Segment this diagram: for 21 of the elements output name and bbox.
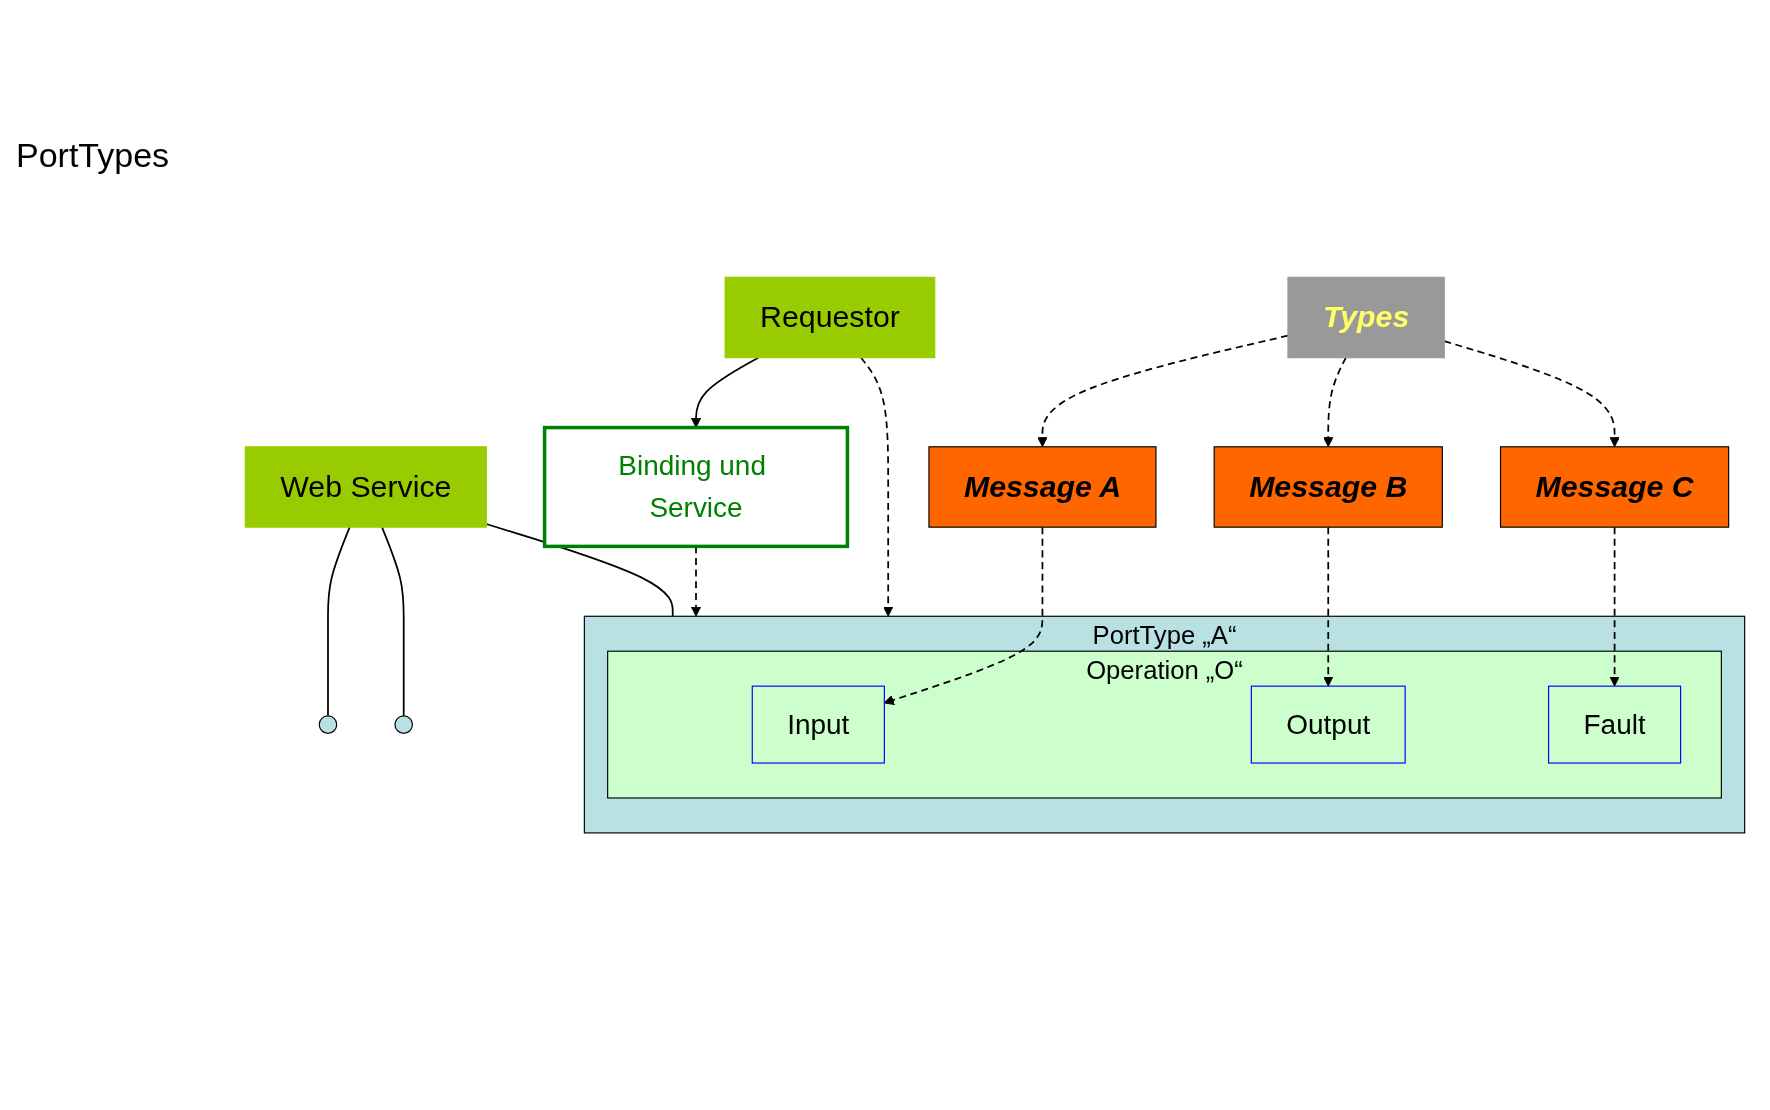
- arrow: [1323, 356, 1347, 448]
- node-box: Web Service: [244, 446, 487, 528]
- node-box: Fault: [1548, 685, 1682, 764]
- node-circle: [318, 715, 338, 734]
- section-label: PortTypes: [16, 136, 171, 175]
- arrow: [1609, 526, 1620, 687]
- node-box: Requestor: [724, 276, 936, 359]
- arrow: [690, 356, 760, 428]
- connector: [485, 523, 674, 617]
- arrow: [1323, 526, 1334, 687]
- node-box: Message A: [928, 446, 1157, 528]
- node-circle: [394, 715, 413, 734]
- connector: [381, 526, 405, 717]
- node-box: Message C: [1499, 446, 1730, 528]
- arrow: [860, 356, 894, 617]
- node-box: Output: [1250, 685, 1406, 764]
- connector: [327, 526, 351, 717]
- node-box: Binding und Service: [542, 425, 850, 548]
- node-box: Message B: [1213, 446, 1443, 528]
- node-box: Types: [1287, 276, 1445, 359]
- node-box: Input: [751, 685, 885, 764]
